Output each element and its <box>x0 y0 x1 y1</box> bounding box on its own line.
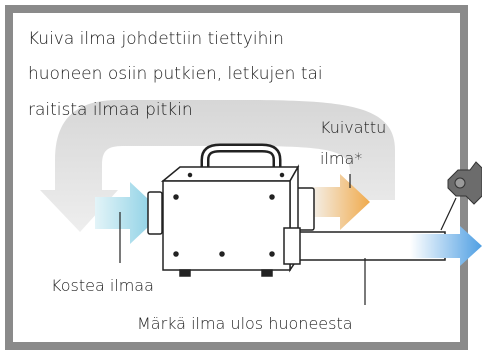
bracket-leader-line <box>440 197 457 231</box>
exhaust-air-arrow <box>410 226 482 266</box>
recirculation-arrow <box>40 100 395 232</box>
humid-air-arrow <box>95 182 163 244</box>
dried-air-label-line-2: ilma* <box>320 149 363 168</box>
intro-text-line-2: huoneen osiin putkien, letkujen tai <box>28 64 323 84</box>
dehumidifier-unit <box>147 143 315 277</box>
wet-air-out-label: Märkä ilma ulos huoneesta <box>137 314 353 333</box>
humid-air-label: Kostea ilmaa <box>51 276 154 295</box>
intro-text-line-3: raitista ilmaa pitkin <box>28 100 193 120</box>
intro-text-line-1: Kuiva ilma johdettiin tiettyihin <box>28 29 284 49</box>
dried-air-arrow <box>310 174 370 230</box>
wall-bracket-icon <box>447 161 482 205</box>
dried-air-label-line-1: Kuivattu <box>320 118 387 137</box>
exhaust-hose <box>283 227 446 265</box>
